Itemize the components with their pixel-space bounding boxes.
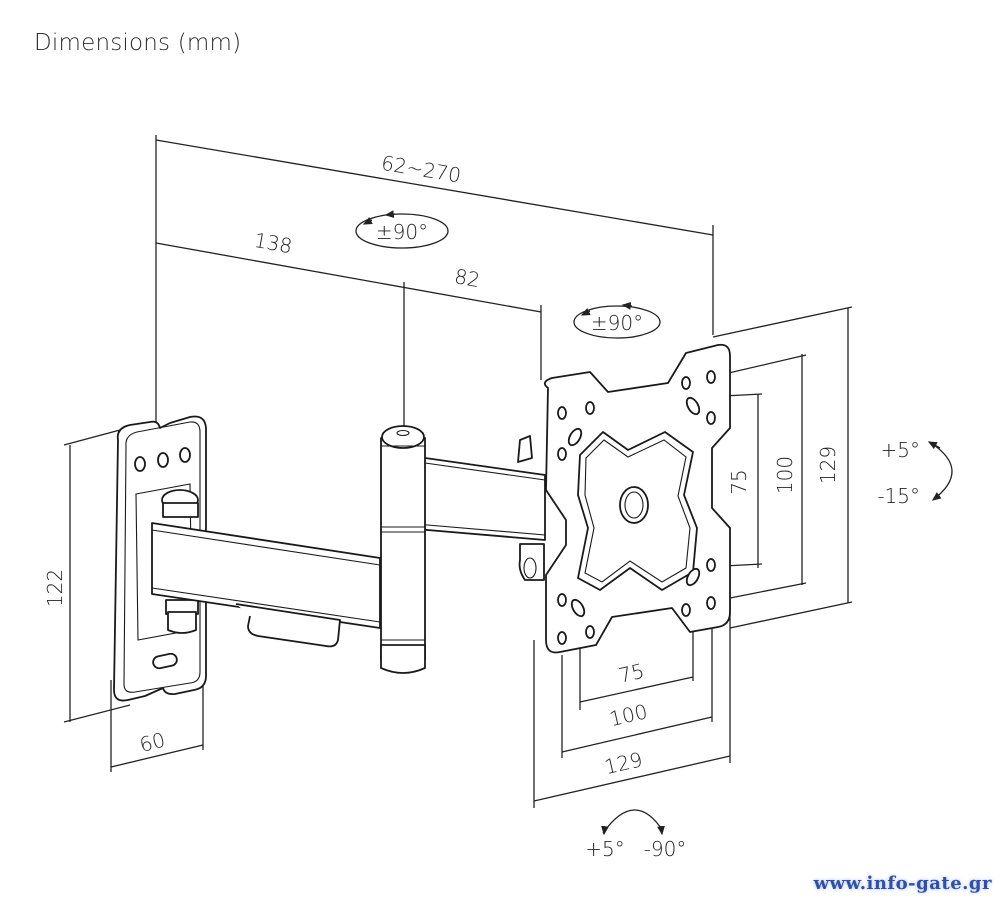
bolt-head-icon xyxy=(381,425,425,449)
arrow-icon xyxy=(621,301,633,310)
label-swivel-right: -90° xyxy=(644,837,687,861)
label-wall-height: 122 xyxy=(43,569,67,607)
screw-hole-icon xyxy=(179,447,191,463)
hinge-collar xyxy=(162,502,199,518)
label-wall-width: 60 xyxy=(137,727,168,756)
label-plate-rotation: ±90° xyxy=(591,311,643,335)
vesa-hole-icon xyxy=(706,411,716,425)
arrow-icon xyxy=(601,825,609,836)
vesa-hole-icon xyxy=(557,406,567,420)
label-tilt-up: +5° xyxy=(881,438,920,462)
dim-line-vesa-h-100 xyxy=(561,716,713,753)
vesa-hole-icon xyxy=(585,625,595,639)
label-vesa-h-100: 100 xyxy=(607,699,650,731)
wall-plate-rim xyxy=(123,421,201,693)
label-vesa-h-129: 129 xyxy=(602,747,645,779)
label-arm-segment-2: 82 xyxy=(453,264,482,292)
vesa-hole-icon xyxy=(557,631,567,645)
vesa-slot-icon xyxy=(685,396,701,416)
vesa-hole-icon xyxy=(681,376,691,390)
vesa-plate xyxy=(517,343,731,654)
page-title: Dimensions (mm) xyxy=(34,30,242,56)
dim-line-arm-extension xyxy=(155,139,714,236)
arm-edge xyxy=(403,522,546,536)
label-arm-segment-1: 138 xyxy=(252,228,294,258)
tilt-bracket-top xyxy=(517,435,533,463)
dimension-lines xyxy=(63,135,853,808)
label-arm-extension: 62~270 xyxy=(380,151,463,188)
rotation-tilt: +5° -15° xyxy=(877,438,953,508)
center-hole-inner xyxy=(624,491,644,519)
arm-primary-body xyxy=(151,522,381,629)
hinge-cylinder xyxy=(380,437,426,661)
tilt-knob xyxy=(523,557,537,579)
dim-line-wall-width xyxy=(110,744,204,768)
vesa-x-recess-inner xyxy=(584,439,691,583)
watermark: www.info-gate.gr xyxy=(813,873,992,894)
extension-line xyxy=(729,601,853,629)
extension-line xyxy=(712,306,853,338)
arm-edge xyxy=(403,459,546,481)
rotation-arrow-icon xyxy=(355,213,449,249)
arrow-icon xyxy=(384,210,396,219)
middle-hinge xyxy=(380,425,426,674)
dim-line-vesa-h-129 xyxy=(533,755,731,802)
vesa-hole-icon xyxy=(706,596,716,610)
vesa-hole-icon xyxy=(706,370,716,384)
label-vesa-h-75: 75 xyxy=(616,659,646,688)
tilt-bracket xyxy=(518,543,545,581)
vesa-hole-icon xyxy=(557,593,567,607)
nut-icon xyxy=(167,611,197,634)
slot-hole-icon xyxy=(152,652,178,670)
dim-line-vesa-h-75 xyxy=(579,676,694,703)
rotation-arrow-icon xyxy=(573,305,661,339)
extension-line xyxy=(719,582,807,601)
vesa-slot-icon xyxy=(570,598,586,618)
arm-primary xyxy=(151,522,381,648)
arrow-icon xyxy=(927,441,941,450)
vesa-hole-icon xyxy=(557,447,567,461)
vesa-hole-icon xyxy=(585,401,595,415)
rotation-arm-swivel: ±90° xyxy=(355,210,449,249)
vesa-slot-icon xyxy=(567,427,583,447)
label-vesa-v-75: 75 xyxy=(727,469,751,494)
cable-clip xyxy=(235,603,341,648)
arm-secondary xyxy=(403,454,546,541)
vesa-slot-icon xyxy=(685,567,701,587)
nut-icon xyxy=(380,644,426,674)
arm-edge xyxy=(151,529,381,566)
label-vesa-v-129: 129 xyxy=(816,446,840,484)
rotation-plate: ±90° xyxy=(573,301,661,339)
arrow-icon xyxy=(580,308,591,316)
hex-socket-icon xyxy=(396,429,410,437)
tilt-arrow-icon xyxy=(930,442,953,501)
arrow-icon xyxy=(657,825,665,836)
extension-line xyxy=(719,354,807,376)
extension-line xyxy=(63,704,131,723)
vesa-hole-icon xyxy=(681,603,691,617)
screw-hole-icon xyxy=(157,452,169,468)
extension-line xyxy=(63,429,121,446)
rotation-swivel: +5° -90° xyxy=(585,809,687,861)
dim-line-arm-segments xyxy=(155,242,542,313)
arrow-icon xyxy=(362,217,373,225)
arm-edge xyxy=(151,587,381,623)
label-vesa-v-100: 100 xyxy=(773,456,797,494)
screw-hole-icon xyxy=(134,456,146,472)
label-swivel-left: +5° xyxy=(585,837,624,861)
label-arm-swivel: ±90° xyxy=(376,220,428,244)
swivel-arc-icon xyxy=(602,809,664,834)
label-tilt-down: -15° xyxy=(877,484,920,508)
vesa-hole-icon xyxy=(706,558,716,572)
